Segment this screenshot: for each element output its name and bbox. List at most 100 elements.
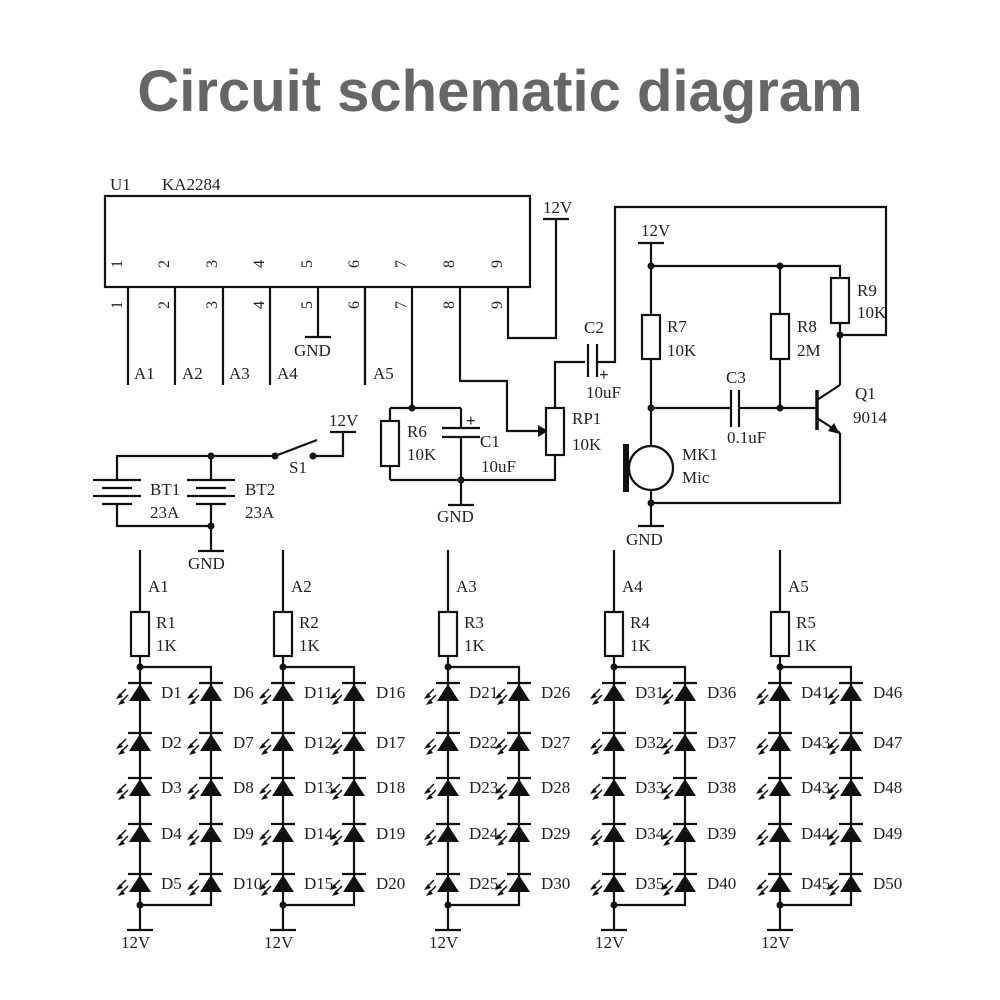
led-label: D7 [233, 733, 254, 752]
c3-value: 0.1uF [727, 428, 766, 447]
led-label: D39 [707, 824, 736, 843]
led-label: D1 [161, 683, 182, 702]
led-label: D19 [376, 824, 405, 843]
led-group-resistor [272, 610, 294, 658]
led-group-resistor-ref: R4 [630, 613, 650, 632]
led-array: A1R11KD1D2D3D4D5D6D7D8D9D1012VA2R21KD11D… [116, 550, 903, 952]
led-icon [756, 776, 792, 800]
led-group-supply-label: 12V [761, 933, 791, 952]
led-label: D20 [376, 874, 405, 893]
led-label: D35 [635, 874, 664, 893]
c2-polarity: + [599, 365, 609, 384]
rp1-ref: RP1 [572, 409, 601, 428]
led-icon [424, 731, 460, 755]
led-label: D26 [541, 683, 570, 702]
led-icon [756, 822, 792, 846]
led-icon [827, 681, 863, 705]
led-label: D14 [304, 824, 334, 843]
led-group-supply-label: 12V [595, 933, 625, 952]
led-icon [827, 731, 863, 755]
r7-ref: R7 [667, 317, 687, 336]
gnd-label: GND [626, 530, 663, 549]
r7-value: 10K [667, 341, 697, 360]
ic-pin-number-inner: 8 [441, 260, 458, 268]
led-icon [424, 872, 460, 896]
ic-pin-number-inner: 9 [489, 260, 506, 268]
mk1-body [627, 444, 675, 492]
pin9-supply: 12V [506, 198, 573, 340]
led-label: D3 [161, 778, 182, 797]
led-icon [590, 776, 626, 800]
r7-body [640, 313, 662, 361]
led-group-resistor-value: 1K [796, 636, 818, 655]
bt2-ref: BT2 [245, 480, 275, 499]
led-group-net-label: A1 [148, 577, 169, 596]
c2-ref: C2 [584, 318, 604, 337]
led-icon [116, 776, 152, 800]
led-label: D30 [541, 874, 570, 893]
led-group-net-label: A2 [291, 577, 312, 596]
ic-ref: U1 [110, 175, 131, 194]
led-label: D33 [635, 778, 664, 797]
ic-pin-number-outer: 4 [251, 301, 268, 309]
led-label: D17 [376, 733, 406, 752]
net-label-a3: A3 [229, 364, 250, 383]
led-icon [827, 776, 863, 800]
led-label: D25 [469, 874, 498, 893]
led-icon [187, 731, 223, 755]
c1-polarity: + [466, 411, 476, 430]
ic-pin-number-inner: 6 [346, 260, 363, 268]
led-label: D37 [707, 733, 737, 752]
led-icon [590, 681, 626, 705]
led-icon [330, 681, 366, 705]
ic-pin-number-outer: 7 [393, 301, 410, 309]
r6-body [379, 419, 401, 468]
led-icon [187, 681, 223, 705]
led-icon [116, 681, 152, 705]
r6-ref: R6 [407, 422, 427, 441]
mk1-value: Mic [682, 468, 710, 487]
led-label: D15 [304, 874, 333, 893]
led-group-resistor-ref: R1 [156, 613, 176, 632]
v12-label: 12V [543, 198, 573, 217]
led-icon [187, 776, 223, 800]
bt1-ref: BT1 [150, 480, 180, 499]
r9-ref: R9 [857, 281, 877, 300]
led-icon [827, 872, 863, 896]
led-icon [661, 822, 697, 846]
led-icon [187, 822, 223, 846]
ic-pin-number-outer: 9 [489, 301, 506, 309]
led-icon [661, 731, 697, 755]
led-group-resistor-value: 1K [630, 636, 652, 655]
led-label: D10 [233, 874, 262, 893]
led-icon [590, 731, 626, 755]
bt1-value: 23A [150, 503, 180, 522]
led-label: D32 [635, 733, 664, 752]
ic-pin-number-inner: 5 [299, 260, 316, 268]
led-icon [330, 822, 366, 846]
led-icon [259, 731, 295, 755]
led-icon [330, 872, 366, 896]
ic-pin-number-inner: 4 [251, 260, 268, 268]
led-label: D13 [304, 778, 333, 797]
led-icon [259, 872, 295, 896]
net-label-a4: A4 [277, 364, 298, 383]
r8-ref: R8 [797, 317, 817, 336]
gnd-label: GND [188, 554, 225, 573]
led-label: D36 [707, 683, 736, 702]
led-group-resistor-value: 1K [464, 636, 486, 655]
net-label-a2: A2 [182, 364, 203, 383]
mk1-ref: MK1 [682, 445, 718, 464]
ic-part: KA2284 [162, 175, 221, 194]
ic-pin-number-inner: 7 [393, 260, 410, 268]
power-supply: GND BT1 23A BT2 23A 12V S1 [93, 411, 359, 573]
rp1-value: 10K [572, 435, 602, 454]
r8-body [769, 312, 791, 361]
gnd-pin5: GND [294, 287, 331, 360]
led-icon [756, 681, 792, 705]
led-icon [187, 872, 223, 896]
led-icon [259, 681, 295, 705]
